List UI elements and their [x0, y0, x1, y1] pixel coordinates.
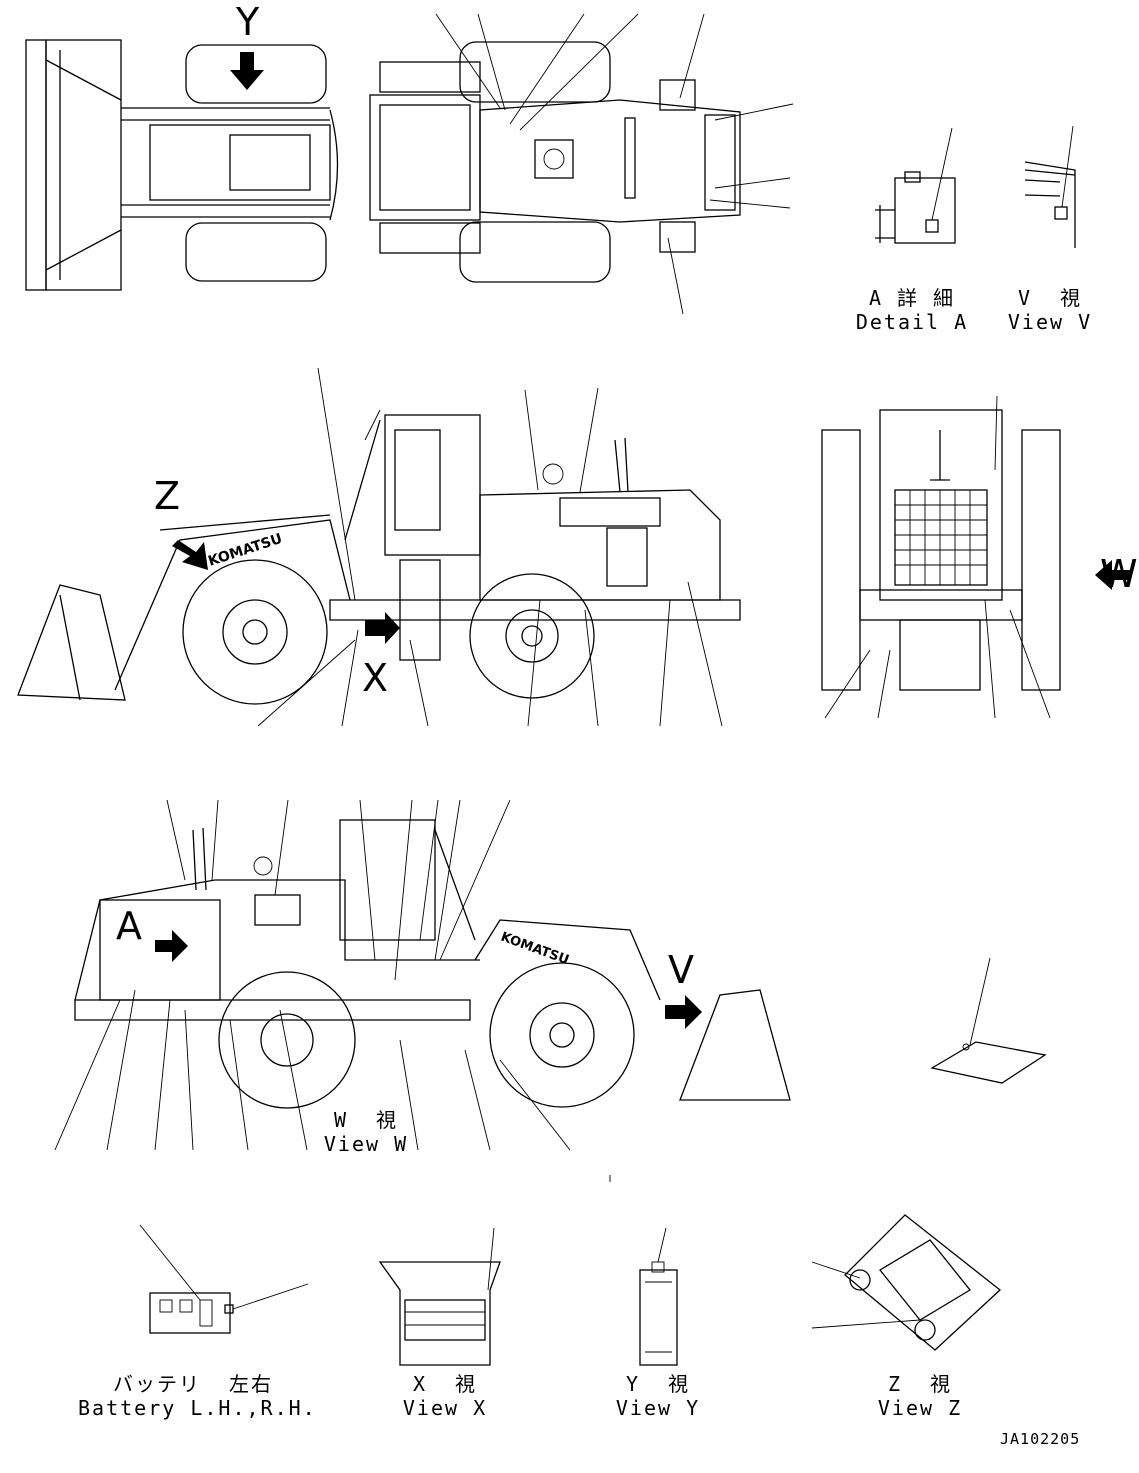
caption-view-v-jp: V 視 — [1017, 286, 1083, 310]
caption-detail-a-jp: A 詳 細 — [868, 286, 956, 310]
caption-view-w-en: View W — [323, 1132, 409, 1156]
decal-sheet — [930, 957, 1047, 1084]
view-x-drawing — [378, 1227, 501, 1366]
view-letter-x: X — [362, 656, 389, 700]
drawing-code: JA102205 — [1000, 1430, 1081, 1448]
rear-view — [821, 395, 1130, 719]
top-view — [25, 13, 794, 315]
view-v-view — [1024, 125, 1076, 248]
caption-view-z-en: View Z — [877, 1396, 963, 1420]
caption-view-x-en: View X — [402, 1396, 488, 1420]
caption-view-v-en: View V — [1007, 310, 1093, 334]
caption-battery-en: Battery L.H.,R.H. — [78, 1396, 317, 1420]
view-letter-y: Y — [236, 0, 260, 44]
view-letter-v: V — [668, 948, 694, 992]
caption-detail-a-en: Detail A — [855, 310, 969, 334]
brand-text-left: KOMATSU — [206, 531, 284, 570]
caption-view-y-jp: Y 視 — [625, 1372, 691, 1396]
caption-view-x-jp: X 視 — [412, 1372, 478, 1396]
caption-view-y-en: View Y — [615, 1396, 701, 1420]
caption-view-z-jp: Z 視 — [887, 1372, 953, 1396]
view-letter-a: A — [116, 904, 142, 948]
caption-battery-jp: バッテリ 左右 — [112, 1372, 274, 1396]
view-letter-z: Z — [154, 474, 181, 518]
view-letter-w: W — [1100, 552, 1138, 596]
brand-text-right: KOMATSU — [499, 930, 571, 968]
view-z-drawing — [811, 1214, 1002, 1351]
caption-view-w-jp: W 視 — [333, 1108, 399, 1132]
battery-view — [139, 1224, 309, 1334]
detail-a-view — [875, 127, 956, 244]
view-y-drawing — [639, 1227, 678, 1366]
